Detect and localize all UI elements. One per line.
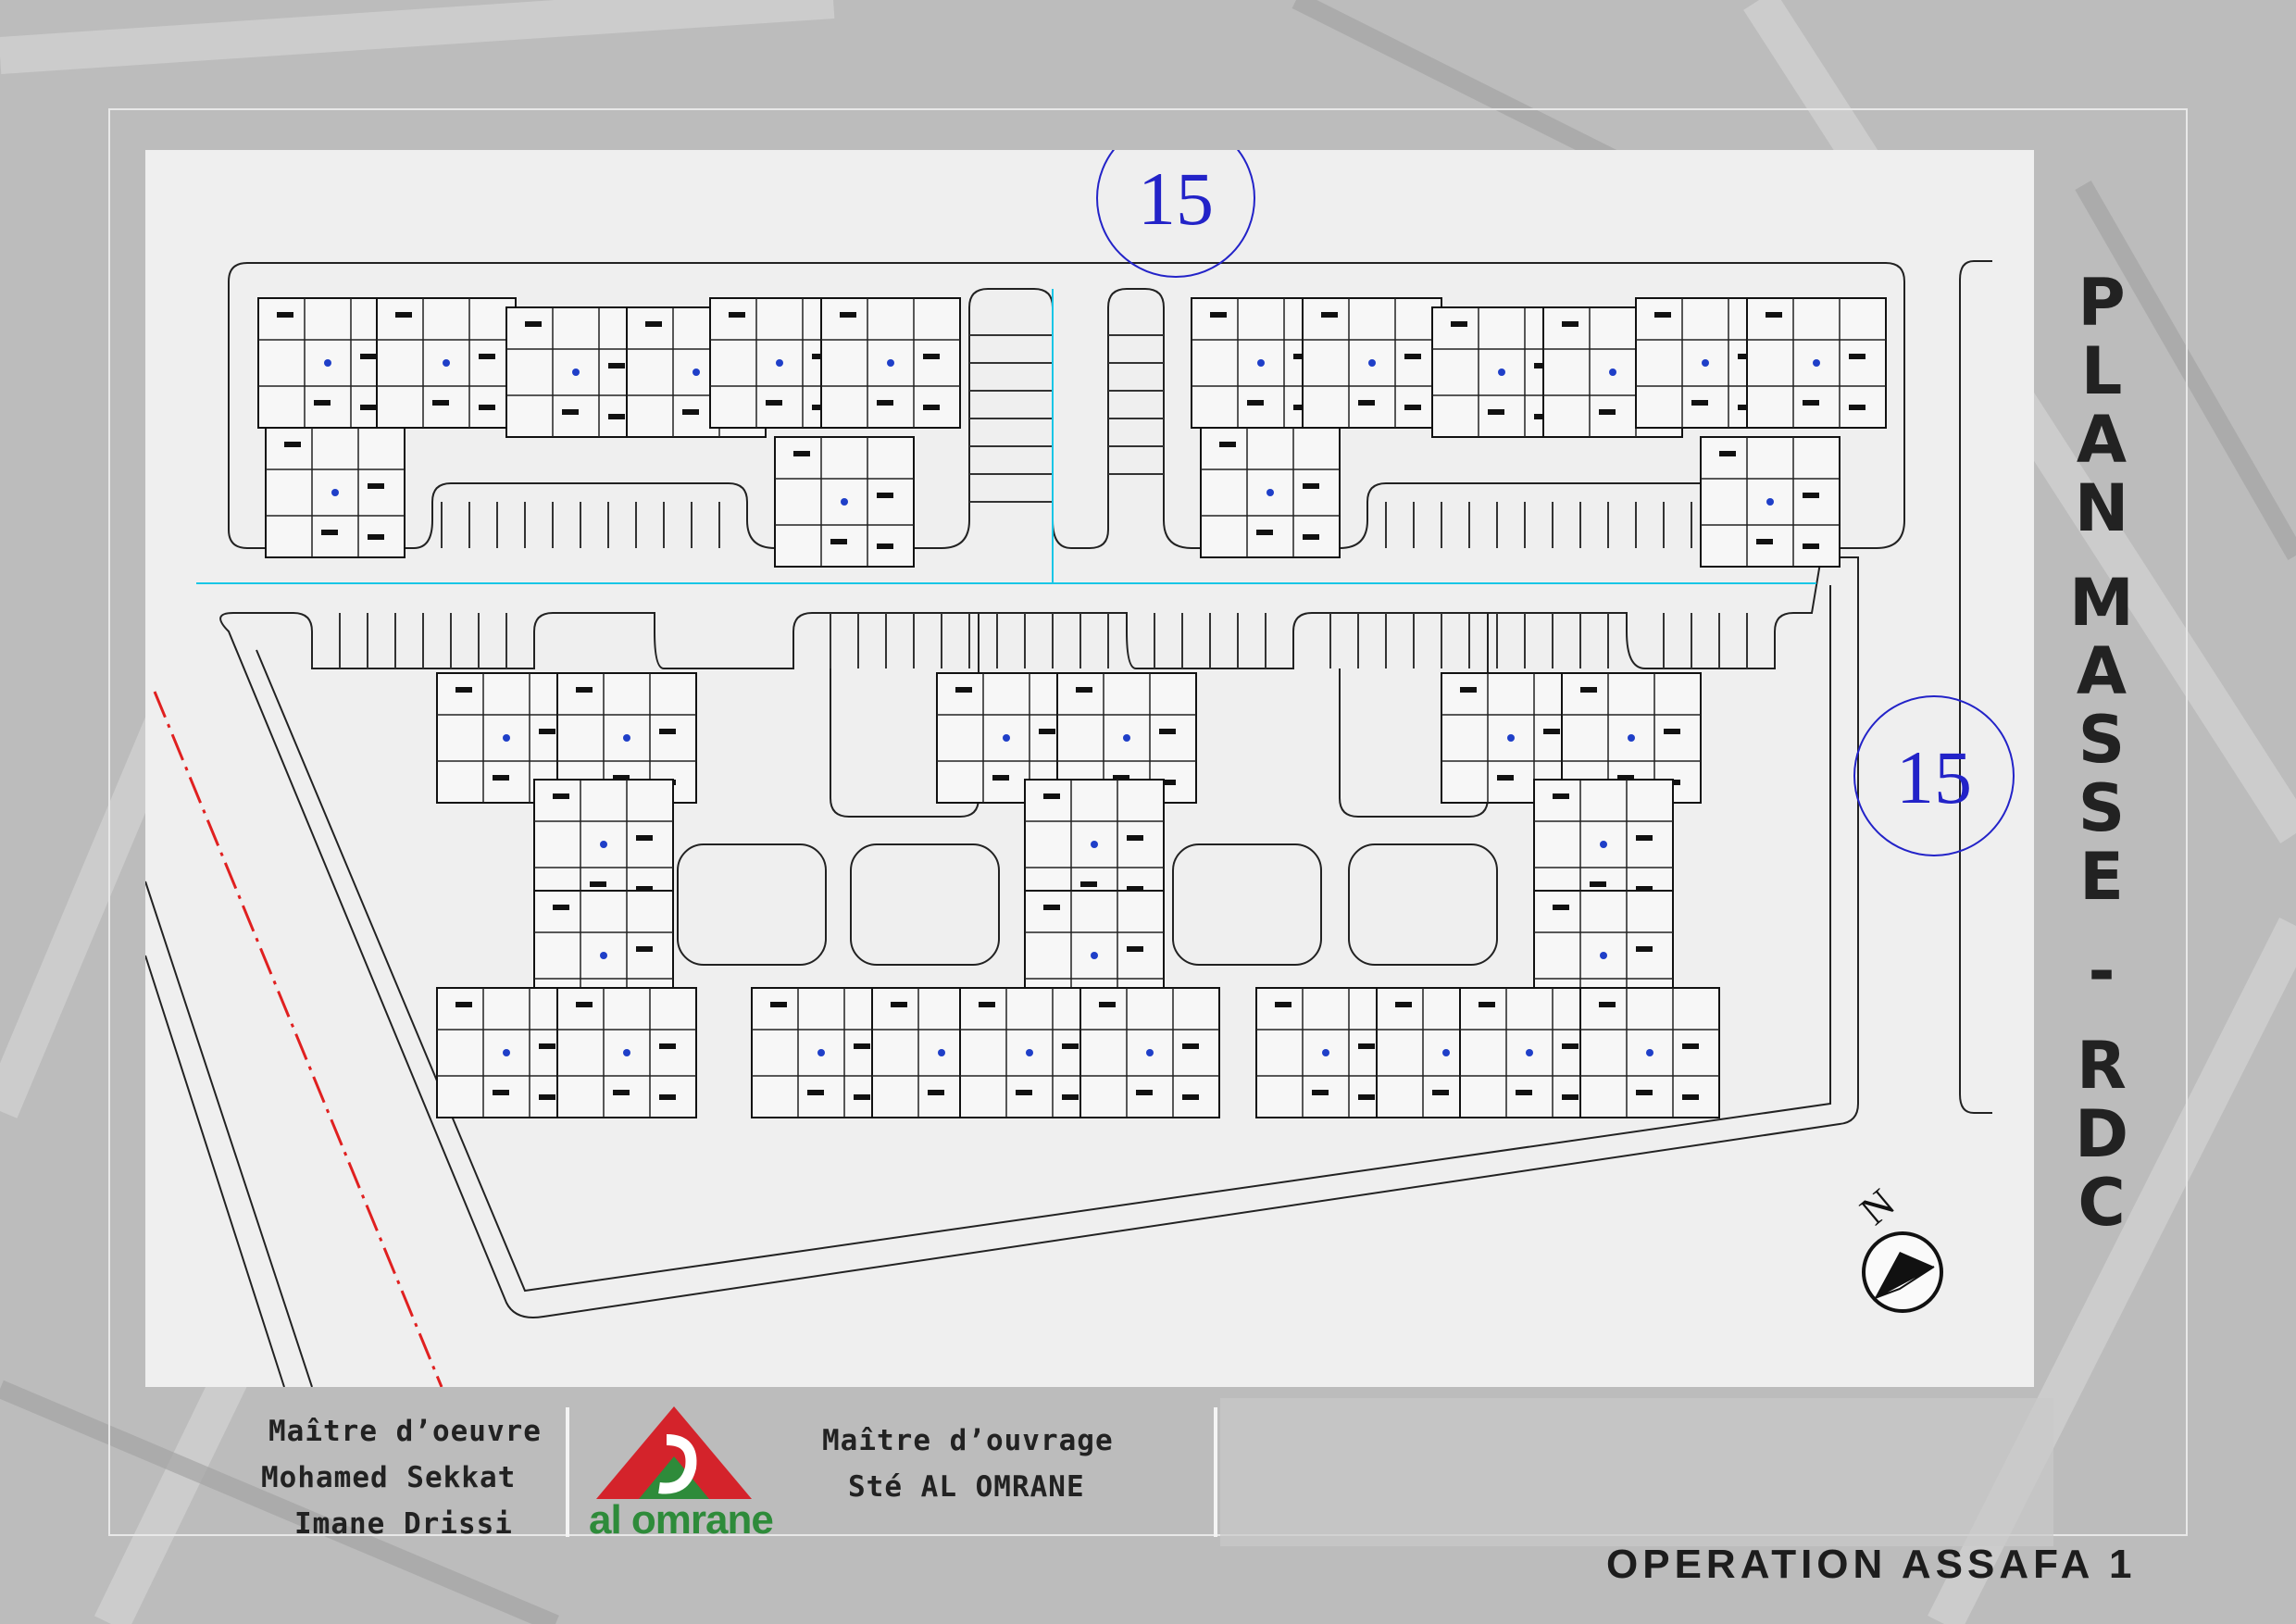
title-letter: D bbox=[2074, 1096, 2129, 1172]
title-letter: A bbox=[2076, 633, 2128, 709]
maitre-ouvrage-name: Sté AL OMRANE bbox=[848, 1470, 1085, 1504]
north-arrow-icon bbox=[1862, 1231, 1943, 1313]
divider bbox=[566, 1407, 569, 1537]
plan-title: P L A N M A S S E - R D C bbox=[2065, 269, 2139, 1237]
title-letter: S bbox=[2078, 770, 2126, 846]
maitre-oeuvre-name-2: Imane Drissi bbox=[294, 1507, 513, 1541]
title-letter: A bbox=[2076, 402, 2128, 478]
maitre-oeuvre-label: Maître d’oeuvre bbox=[268, 1415, 542, 1448]
operation-title: OPERATION ASSAFA 1 bbox=[1606, 1542, 2137, 1587]
title-letter: E bbox=[2079, 839, 2124, 915]
logo-text: al omrane bbox=[589, 1497, 774, 1543]
title-letter: L bbox=[2080, 333, 2123, 409]
building-units bbox=[257, 297, 1887, 1118]
road-number-top: 15 bbox=[1138, 156, 1214, 241]
road-number-right: 15 bbox=[1896, 735, 1972, 819]
title-letter: N bbox=[2074, 470, 2129, 546]
title-letter: P bbox=[2078, 265, 2126, 341]
maitre-ouvrage-label: Maître d’ouvrage bbox=[822, 1424, 1114, 1457]
road-marker-top bbox=[1096, 150, 1255, 278]
title-letter: S bbox=[2078, 702, 2126, 778]
title-letter: M bbox=[2069, 565, 2134, 641]
title-letter: R bbox=[2077, 1028, 2127, 1104]
divider bbox=[1214, 1407, 1217, 1537]
title-letter: C bbox=[2078, 1165, 2126, 1241]
site-plan-drawing: 15 15 bbox=[145, 150, 2015, 1387]
al-omrane-logo-icon bbox=[596, 1406, 752, 1499]
title-letter: - bbox=[2088, 933, 2115, 1009]
road-marker-right bbox=[1853, 695, 2015, 856]
maitre-oeuvre-name-1: Mohamed Sekkat bbox=[261, 1461, 517, 1494]
